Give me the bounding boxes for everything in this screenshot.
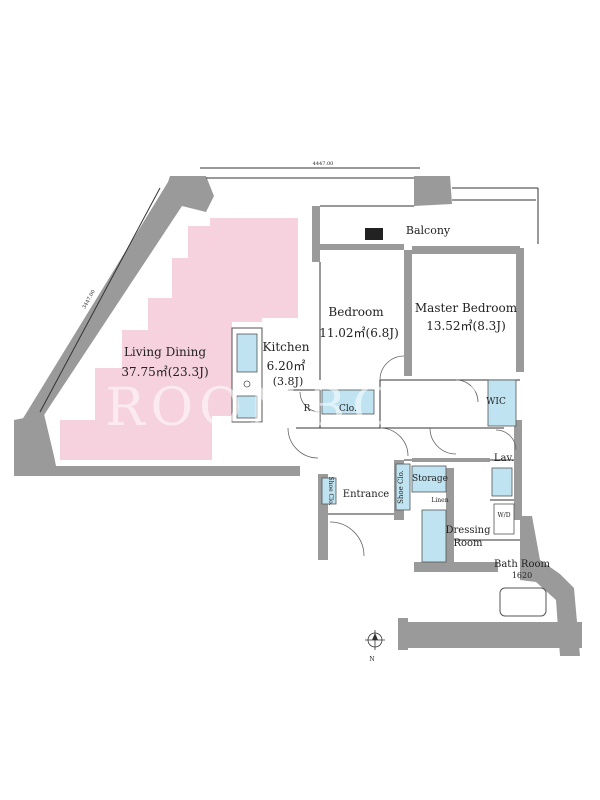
- dressing-room-label-1: Dressing: [445, 525, 491, 536]
- kitchen-name: Kitchen: [263, 340, 310, 354]
- bath-room-name: Bath Room: [494, 559, 551, 570]
- r-label: R: [304, 404, 311, 414]
- living-dining-name: Living Dining: [124, 345, 206, 359]
- door-swings: [287, 355, 517, 557]
- master-bedroom-size: 13.52㎡(8.3J): [426, 319, 506, 333]
- shoe-closet-left: [321, 477, 337, 505]
- watermark: ROOMBORO: [105, 378, 494, 438]
- compass-north-label: N: [369, 656, 374, 663]
- compass-icon: [365, 630, 385, 650]
- shoe-closet-right-label: Shoe Clo.: [397, 470, 405, 504]
- wic-label: WIC: [486, 397, 506, 407]
- wic-shelves: [487, 379, 517, 427]
- storage-label: Storage: [412, 474, 448, 484]
- washer-dryer: [493, 503, 515, 535]
- dressing-room-label-2: Room: [453, 538, 483, 549]
- balcony-unit: [365, 228, 383, 240]
- bedroom-size: 11.02㎡(6.8J): [319, 326, 399, 340]
- clo-label: Clo.: [339, 404, 357, 414]
- dressing-vanity: [421, 509, 447, 563]
- entrance-label: Entrance: [343, 489, 390, 500]
- kitchen-j: (3.8J): [273, 375, 304, 388]
- dimension-top: 4447.00: [313, 161, 334, 167]
- bedroom-name: Bedroom: [328, 305, 384, 319]
- bath-room-size: 1620: [512, 571, 532, 580]
- kitchen-size: 6.20㎡: [267, 359, 306, 373]
- lav-label: Lav.: [494, 453, 514, 464]
- bedroom-closet: [321, 389, 375, 415]
- lav-sink: [491, 467, 513, 497]
- kitchen-island: [231, 327, 263, 423]
- living-dining-size: 37.75㎡(23.3J): [121, 365, 208, 379]
- washer-dryer-label: W/D: [498, 512, 511, 519]
- master-bedroom-name: Master Bedroom: [415, 301, 518, 315]
- shoe-closet-right: [395, 463, 411, 511]
- storage-cabinet: [411, 465, 447, 493]
- shoe-closet-left-label: Shoe Clo.: [327, 477, 334, 506]
- bathtub: [499, 587, 547, 617]
- living-dining-floor: [60, 218, 298, 460]
- balcony-label: Balcony: [406, 224, 451, 237]
- linen-label: Linen: [431, 497, 448, 504]
